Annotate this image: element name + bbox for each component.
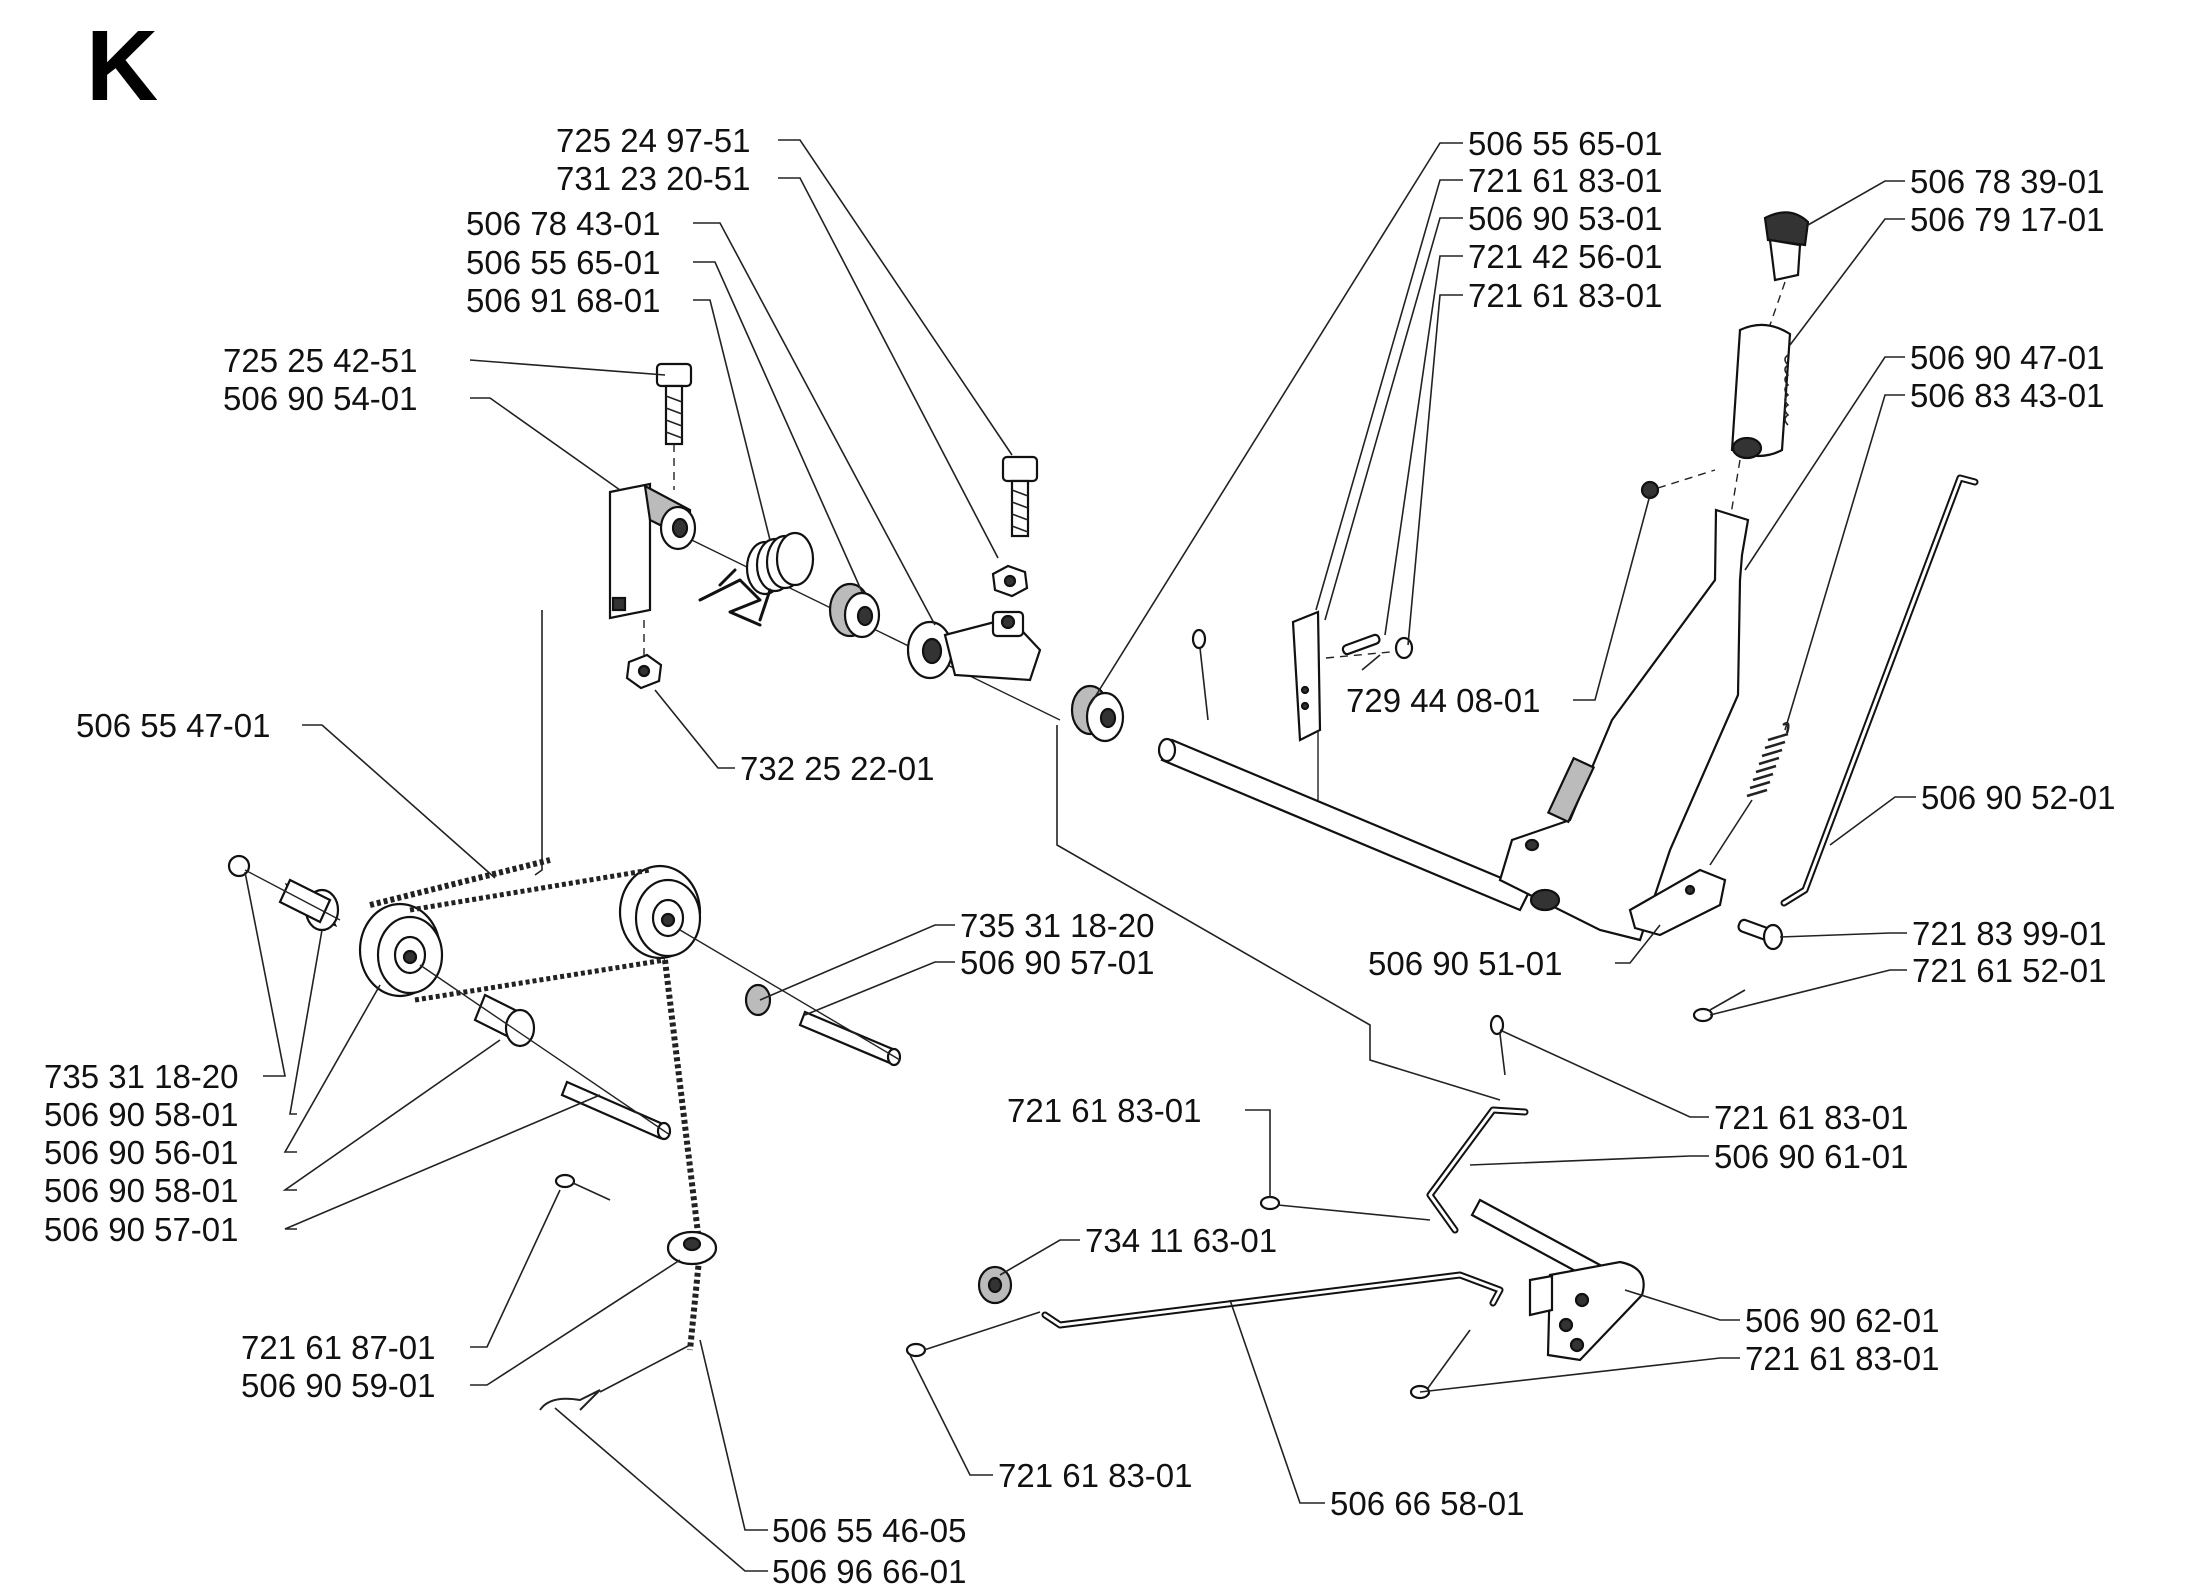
crank-rod bbox=[1426, 1106, 1602, 1282]
part-label: 506 55 47-01 bbox=[76, 707, 271, 744]
part-label: 721 61 83-01 bbox=[1468, 277, 1663, 314]
part-label: 506 90 62-01 bbox=[1745, 1302, 1940, 1339]
part-label: 729 44 08-01 bbox=[1346, 682, 1541, 719]
part-label: 721 61 87-01 bbox=[241, 1329, 436, 1366]
part-drawings bbox=[227, 211, 1979, 1411]
part-label: 506 90 58-01 bbox=[44, 1172, 239, 1209]
pin-group-upper bbox=[1191, 628, 1414, 721]
part-label: 734 11 63-01 bbox=[1085, 1222, 1277, 1259]
part-label: 721 42 56-01 bbox=[1468, 238, 1663, 275]
bolt-upper-right bbox=[1001, 455, 1039, 538]
part-label: 506 90 59-01 bbox=[241, 1367, 436, 1404]
part-label: 506 90 52-01 bbox=[1921, 779, 2116, 816]
part-label: 506 55 65-01 bbox=[466, 244, 661, 281]
cotter-pin-right bbox=[1692, 989, 1746, 1023]
part-label: 506 90 56-01 bbox=[44, 1134, 239, 1171]
page-title: K bbox=[86, 10, 158, 122]
part-label: 721 61 52-01 bbox=[1912, 952, 2107, 989]
part-label: 506 96 66-01 bbox=[772, 1553, 967, 1590]
part-label: 725 24 97-51 bbox=[556, 122, 751, 159]
part-label: 506 90 53-01 bbox=[1468, 200, 1663, 237]
part-label: 506 55 46-05 bbox=[772, 1512, 967, 1549]
part-label: 721 61 83-01 bbox=[1714, 1099, 1909, 1136]
part-label: 731 23 20-51 bbox=[556, 160, 751, 197]
part-label: 506 90 57-01 bbox=[44, 1211, 239, 1248]
bolt-lower-right bbox=[1737, 918, 1784, 951]
part-label: 725 25 42-51 bbox=[223, 342, 418, 379]
bolt-upper-left bbox=[655, 362, 693, 446]
lower-plate bbox=[1528, 1260, 1645, 1362]
part-label: 506 83 43-01 bbox=[1910, 377, 2105, 414]
part-label: 735 31 18-20 bbox=[44, 1058, 239, 1095]
leader-lines bbox=[244, 139, 1916, 1572]
part-label: 506 90 57-01 bbox=[960, 944, 1155, 981]
part-label: 506 90 47-01 bbox=[1910, 339, 2105, 376]
part-label: 732 25 22-01 bbox=[740, 750, 935, 787]
part-label: 735 31 18-20 bbox=[960, 907, 1155, 944]
long-rod bbox=[1041, 1271, 1504, 1329]
part-labels: 725 24 97-51 731 23 20-51 506 78 43-01 5… bbox=[44, 122, 2116, 1590]
torsion-spring bbox=[698, 531, 815, 627]
pulley-assembly bbox=[227, 854, 902, 1411]
link-line bbox=[1056, 725, 1501, 1101]
nut-732 bbox=[625, 653, 663, 690]
part-label: 506 79 17-01 bbox=[1910, 201, 2105, 238]
main-shaft bbox=[1157, 737, 1532, 912]
cotter-pin-middle bbox=[905, 1014, 1506, 1400]
tension-spring bbox=[1709, 722, 1790, 866]
lever-knob bbox=[1763, 211, 1810, 282]
lever-arm bbox=[1498, 508, 1750, 942]
nut-731 bbox=[991, 564, 1029, 598]
part-label: 506 90 51-01 bbox=[1368, 945, 1563, 982]
part-label: 506 91 68-01 bbox=[466, 282, 661, 319]
part-label: 506 90 54-01 bbox=[223, 380, 418, 417]
part-label: 506 66 58-01 bbox=[1330, 1485, 1525, 1522]
lever-grip bbox=[1730, 323, 1792, 460]
part-label: 721 61 83-01 bbox=[998, 1457, 1193, 1494]
washer-734 bbox=[977, 1265, 1013, 1305]
part-label: 506 90 58-01 bbox=[44, 1096, 239, 1133]
bushing-upper bbox=[828, 582, 881, 639]
part-label: 721 61 83-01 bbox=[1007, 1092, 1202, 1129]
lever-hub bbox=[906, 610, 1042, 682]
part-label: 721 61 83-01 bbox=[1745, 1340, 1940, 1377]
arm-bracket bbox=[608, 482, 697, 620]
lever-screw bbox=[1640, 469, 1716, 500]
bushing-right bbox=[1070, 684, 1125, 743]
part-label: 506 78 39-01 bbox=[1910, 163, 2105, 200]
part-label: 506 78 43-01 bbox=[466, 205, 661, 242]
part-label: 506 55 65-01 bbox=[1468, 125, 1663, 162]
part-label: 506 90 61-01 bbox=[1714, 1138, 1909, 1175]
part-label: 721 83 99-01 bbox=[1912, 915, 2107, 952]
shaft-bracket bbox=[1291, 610, 1322, 742]
rod-right bbox=[1780, 474, 1979, 907]
part-label: 721 61 83-01 bbox=[1468, 162, 1663, 199]
link-line-left bbox=[534, 610, 543, 876]
lever-plate bbox=[1628, 868, 1727, 937]
